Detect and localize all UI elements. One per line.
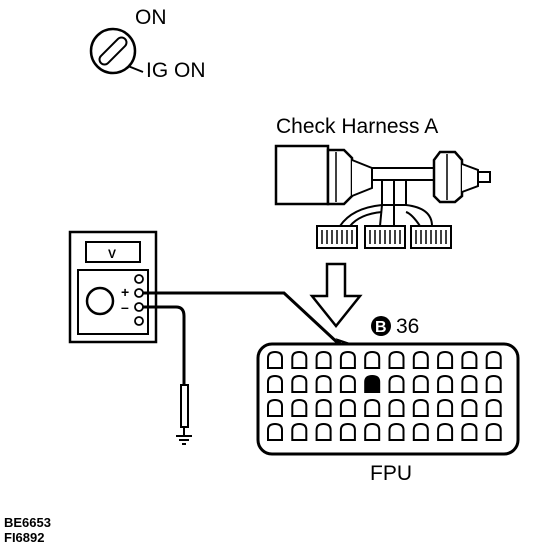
fpu-terminal <box>388 374 405 393</box>
fpu-terminal <box>461 398 478 417</box>
figure-code-2: FI6892 <box>4 530 44 545</box>
fpu-terminal <box>412 350 429 369</box>
fpu-terminal <box>437 350 454 369</box>
ground-icon <box>176 384 192 445</box>
fpu-terminal <box>364 398 381 417</box>
fpu-terminal <box>339 374 356 393</box>
fpu-terminal <box>388 398 405 417</box>
check-harness-icon <box>274 144 491 249</box>
fpu-terminal <box>315 422 332 441</box>
fpu-terminal <box>485 350 502 369</box>
fpu-terminal <box>485 374 502 393</box>
connector-b-letter: B <box>375 319 387 336</box>
fpu-terminal <box>412 398 429 417</box>
fpu-terminal-36 <box>364 374 381 393</box>
fpu-terminal <box>291 350 308 369</box>
fpu-terminal <box>364 422 381 441</box>
fpu-terminal <box>437 422 454 441</box>
fpu-label: FPU <box>370 462 412 485</box>
terminal-number: 36 <box>396 315 419 338</box>
fpu-terminal <box>315 350 332 369</box>
fpu-terminal <box>339 398 356 417</box>
fpu-terminal <box>388 350 405 369</box>
fpu-terminal <box>291 398 308 417</box>
connector-b-badge: B <box>371 316 391 336</box>
fpu-terminal <box>267 398 283 417</box>
negative-test-lead <box>143 305 186 385</box>
voltmeter-icon <box>68 230 158 344</box>
fpu-terminal <box>461 374 478 393</box>
voltmeter-display-label: V <box>108 247 116 261</box>
fpu-connector <box>256 342 520 456</box>
down-arrow-icon <box>309 262 363 329</box>
fpu-terminal <box>485 398 502 417</box>
voltmeter-minus-label: – <box>121 299 129 315</box>
voltmeter-plus-label: + <box>121 284 129 300</box>
fpu-terminal <box>315 398 332 417</box>
positive-test-lead <box>143 291 342 347</box>
fpu-terminal <box>339 350 356 369</box>
fpu-terminal <box>437 374 454 393</box>
ignition-switch-icon <box>89 27 144 75</box>
fpu-terminal <box>461 350 478 369</box>
fpu-terminal <box>461 422 478 441</box>
ignition-ig-on-label: IG ON <box>146 59 206 82</box>
fpu-terminal <box>267 422 283 441</box>
fpu-terminal <box>364 350 381 369</box>
fpu-terminal <box>388 422 405 441</box>
fpu-terminal <box>315 374 332 393</box>
fpu-terminal <box>485 422 502 441</box>
figure-code-1: BE6653 <box>4 515 51 530</box>
fpu-terminal <box>339 422 356 441</box>
fpu-terminal <box>291 374 308 393</box>
fpu-terminal <box>437 398 454 417</box>
fpu-terminal <box>412 374 429 393</box>
harness-title: Check Harness A <box>276 115 438 138</box>
fpu-terminal <box>291 422 308 441</box>
ignition-on-label: ON <box>135 6 167 29</box>
fpu-terminal <box>267 350 283 369</box>
fpu-terminal <box>267 374 283 393</box>
fpu-terminal <box>412 422 429 441</box>
